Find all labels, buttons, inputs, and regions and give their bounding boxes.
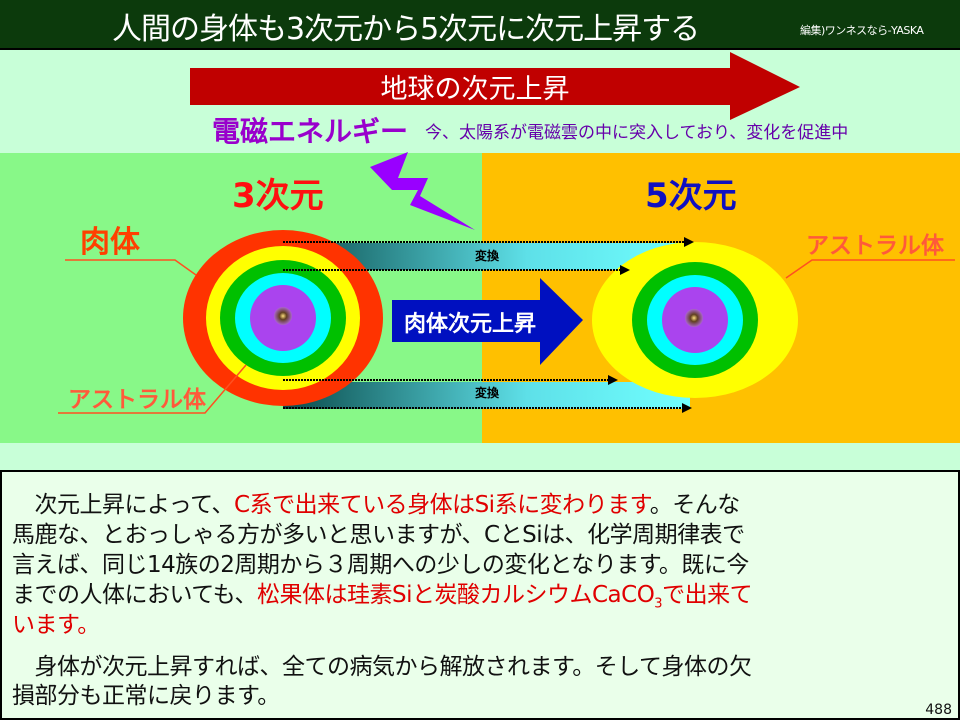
earth-ascension-label: 地球の次元上昇: [381, 74, 570, 105]
astral-body-pointer-right: [785, 259, 955, 279]
text-segment: 。そんな: [649, 492, 741, 518]
text-segment: 松果体は珪素Siと炭酸カルシウムCaCO: [256, 582, 655, 608]
5d-body-rings: [592, 242, 798, 398]
5d-title: 5次元: [645, 176, 737, 216]
highlight-text: 松果体は珪素Siと炭酸カルシウムCaCO3で出来て: [256, 582, 753, 612]
physical-body-label: 肉体: [80, 225, 141, 260]
subscript: 3: [654, 596, 663, 612]
text-segment: 次元上昇によって、: [12, 492, 235, 518]
conversion-arrows: [283, 237, 694, 413]
energy-note: 今、太陽系が電磁雲の中に突入しており、変化を促進中: [425, 123, 848, 143]
title-bar: 人間の身体も3次元から5次元に次元上昇する 編集)ワンネスなら-YASKA: [0, 0, 960, 50]
ascension-arrow-label: 肉体次元上昇: [404, 311, 536, 337]
ascension-arrow: [392, 278, 583, 365]
text-line-4: までの人体においても、松果体は珪素Siと炭酸カルシウムCaCO3で出来て: [12, 575, 753, 612]
text-line-5: います。: [12, 612, 100, 638]
highlight-text: C系で出来ている身体はSi系に変わります: [234, 492, 650, 518]
text-line-2: 馬鹿な、とおっしゃる方が多いと思いますが、CとSiは、化学周期律表で: [12, 522, 745, 548]
text-segment: までの人体においても、: [12, 582, 257, 608]
credit-text: 編集)ワンネスなら-YASKA: [800, 24, 924, 37]
text-line-6: 身体が次元上昇すれば、全ての病気から解放されます。そして身体の欠: [12, 654, 753, 680]
lightning-icon: [370, 152, 475, 230]
astral-body-label-left: アストラル体: [68, 387, 207, 413]
3d-title: 3次元: [232, 176, 324, 216]
conversion-band-bottom: [283, 382, 690, 409]
page-number: 488: [925, 702, 952, 718]
conversion-label-top: 変換: [475, 248, 500, 263]
dimension-diagram: 地球の次元上昇 電磁エネルギー 今、太陽系が電磁雲の中に突入しており、変化を促進…: [0, 52, 960, 443]
astral-body-label-right: アストラル体: [806, 233, 945, 259]
3d-body-rings: [183, 230, 383, 406]
slide-title: 人間の身体も3次元から5次元に次元上昇する: [112, 12, 700, 47]
conversion-label-bottom: 変換: [475, 385, 500, 400]
text-line-1: 次元上昇によって、C系で出来ている身体はSi系に変わります。そんな: [12, 485, 741, 519]
text-line-7: 損部分も正常に戻ります。: [12, 683, 280, 709]
text-line-3: 言えば、同じ14族の2周期から３周期への少しの変化となります。既に今: [12, 552, 749, 578]
earth-ascension-arrow: [190, 52, 800, 120]
explanation-panel: 次元上昇によって、C系で出来ている身体はSi系に変わります。そんな 馬鹿な、とお…: [0, 470, 960, 720]
energy-label: 電磁エネルギー: [212, 115, 408, 148]
astral-body-pointer-left: [58, 364, 247, 414]
physical-body-pointer: [65, 259, 197, 276]
text-segment: で出来て: [662, 582, 753, 608]
